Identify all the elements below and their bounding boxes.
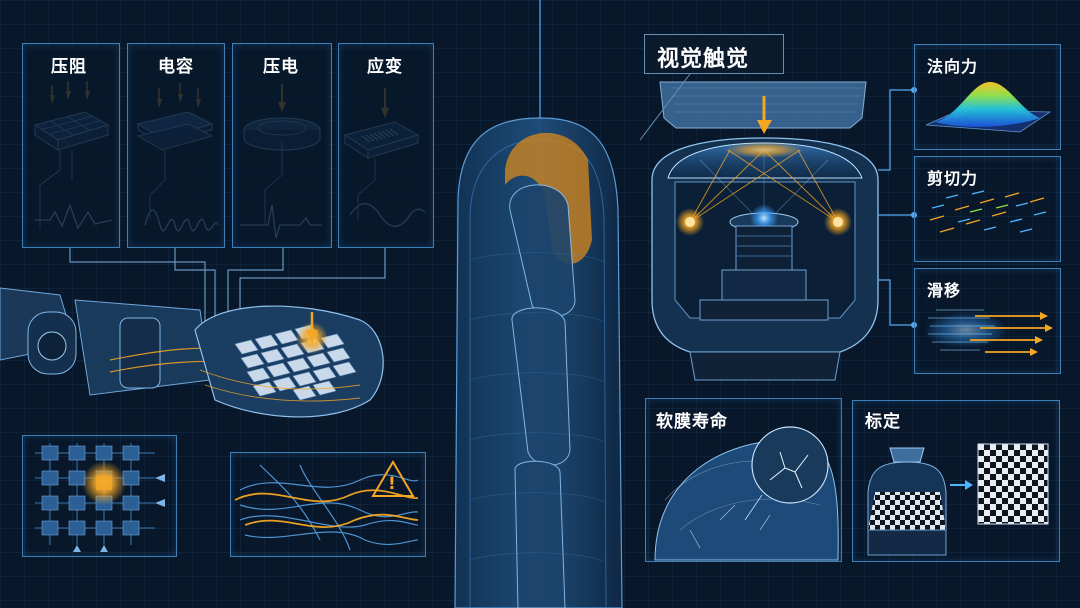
finger-bones	[509, 184, 576, 608]
crosstalk-grid-panel	[22, 435, 177, 557]
membrane-wear-diagram	[654, 426, 839, 561]
warning-symbol: !	[388, 474, 396, 494]
calibration-diagram	[867, 443, 1049, 556]
sensor-label-strain: 应变	[367, 57, 403, 77]
calibration-panel: 标定	[852, 400, 1060, 562]
sensor-label-piezoresistive: 压阻	[51, 57, 87, 77]
force-label-slip: 滑移	[927, 281, 962, 300]
crosstalk-grid-diagram	[35, 443, 165, 552]
sensor-panel-piezoelectric: 压电	[232, 43, 332, 248]
robot-fingertip-array	[194, 305, 384, 418]
visual-tactile-sensor	[639, 73, 917, 381]
force-panel-shear: 剪切力	[914, 156, 1061, 262]
warning-icon	[371, 460, 415, 497]
robot-arm	[0, 287, 281, 396]
sensor-panel-strain: 应变	[338, 43, 434, 248]
finger-illustration	[454, 117, 623, 608]
visual-tactile-title-box: 视觉触觉	[644, 34, 784, 74]
force-label-normal: 法向力	[927, 57, 979, 76]
sensor-panel-piezoresistive: 压阻	[22, 43, 120, 248]
sensor-wires	[69, 248, 386, 322]
normal-force-heatmap	[925, 82, 1052, 133]
slip-stream	[924, 309, 1053, 356]
force-label-shear: 剪切力	[927, 169, 979, 188]
membrane-lifetime-panel: 软膜寿命	[645, 398, 842, 562]
sensor-label-capacitive: 电容	[158, 57, 194, 77]
calibration-label: 标定	[865, 412, 901, 432]
sensor-panel-capacitive: 电容	[127, 43, 225, 248]
force-panel-slip: 滑移	[914, 268, 1061, 374]
force-panel-normal: 法向力	[914, 44, 1061, 150]
shear-vector-field	[929, 190, 1047, 233]
sensor-label-piezoelectric: 压电	[263, 57, 299, 77]
visual-tactile-title: 视觉触觉	[657, 47, 750, 72]
cable-noise-panel	[230, 452, 426, 557]
membrane-lifetime-label: 软膜寿命	[656, 412, 728, 432]
cable-noise-diagram	[234, 460, 419, 551]
